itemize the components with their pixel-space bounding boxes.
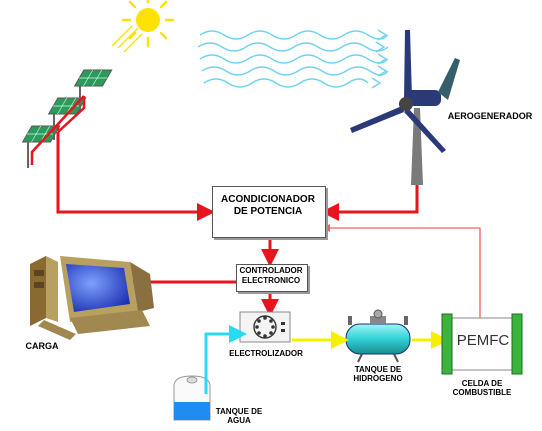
pemfc-label: PEMFC <box>456 332 510 349</box>
computer-icon <box>30 256 154 340</box>
fuel-cell-icon <box>441 313 523 375</box>
controller-label-1: CONTROLADOR <box>239 266 303 275</box>
hydrogen-tank-icon <box>345 309 411 363</box>
fuel-cell-label-1: CELDA DE <box>461 379 503 388</box>
hydrogen-tank-label-1: TANQUE DE <box>354 365 402 374</box>
power-conditioner-label-2: DE POTENCIA <box>233 206 303 217</box>
hydrogen-tank-label-2: HIDROGENO <box>353 374 403 383</box>
wind-turbine-label: AEROGENERADOR <box>447 111 533 121</box>
solar-panel-icon <box>21 69 113 168</box>
power-conditioner-label-1: ACONDICIONADOR <box>221 194 315 205</box>
load-label: CARGA <box>25 341 59 351</box>
fuel-cell-label-2: COMBUSTIBLE <box>452 388 512 397</box>
wind-turbine-icon <box>350 30 460 185</box>
electrolyzer-icon <box>239 311 291 343</box>
power-conditioner-box <box>212 186 326 238</box>
controller-box <box>236 264 308 292</box>
water-tank-label-2: AGUA <box>227 416 251 425</box>
wind-waves <box>197 29 389 89</box>
electrolyzer-label: ELECTROLIZADOR <box>229 349 303 358</box>
water-tank-label-1: TANQUE DE <box>215 407 263 416</box>
sun-icon <box>111 0 175 53</box>
water-tank-icon <box>173 375 211 421</box>
controller-label-2: ELECTRONICO <box>241 276 301 285</box>
